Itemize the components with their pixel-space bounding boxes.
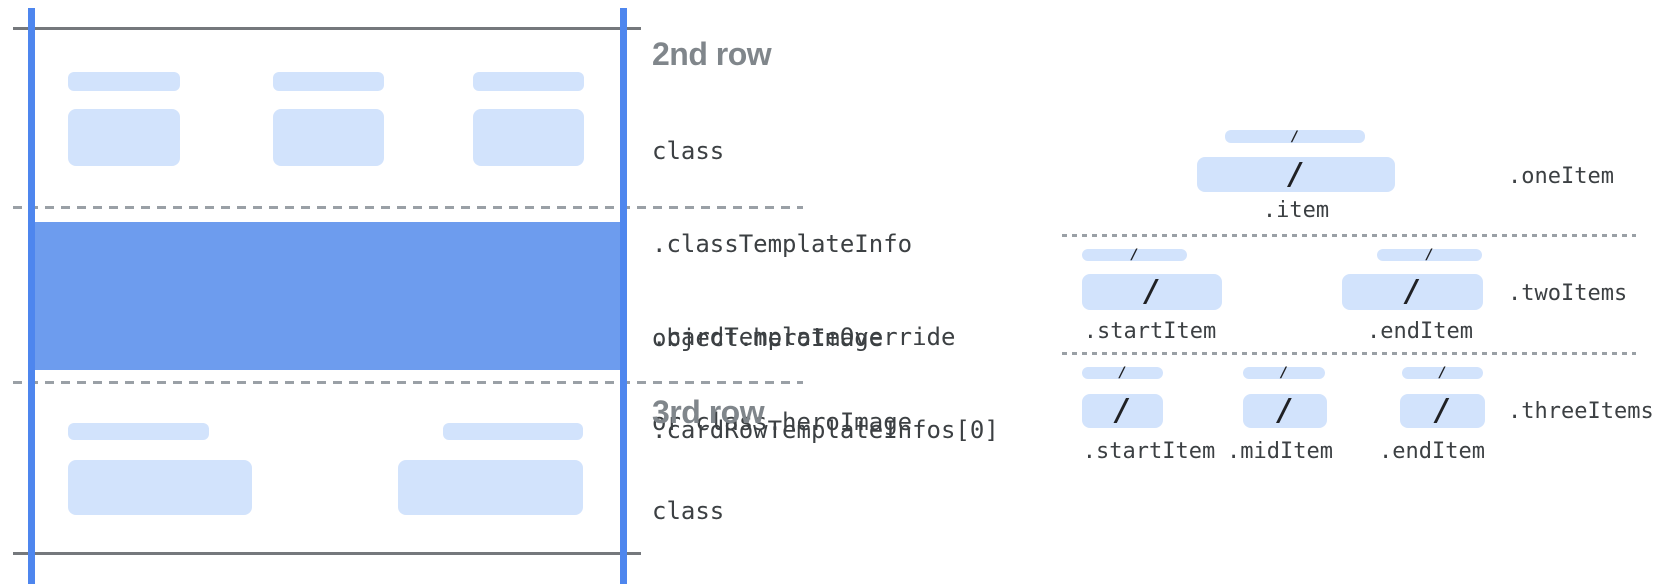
card-left-guide-line [28,8,35,584]
three-items-group-label: .threeItems [1508,399,1654,424]
slash-glyph: / [1403,274,1422,309]
row2-col2-value-block [273,109,384,166]
slash-glyph: / [1438,365,1447,381]
three-items-mid-value-bar: / [1243,394,1327,428]
one-item-label-bar: / [1225,128,1365,145]
three-items-end-label-bar: / [1402,365,1483,381]
hero-image-block [32,222,626,370]
row3-divider-dashed-line [13,381,803,384]
row2-code-path: class .classTemplateInfo .cardTemplateOv… [652,74,999,508]
row3-end-value-block [398,460,583,515]
three-items-start-value-bar: / [1082,394,1163,428]
three-items-mid-label: .midItem [1227,439,1333,464]
slash-glyph: / [1425,247,1434,263]
slash-glyph: / [1279,365,1289,381]
two-items-end-label: .endItem [1367,319,1473,344]
slash-glyph: / [1286,156,1306,192]
row2-col3-value-block [473,109,584,166]
code-line: .cardRowTemplateInfos[0] [652,416,999,444]
two-items-start-label: .startItem [1083,319,1217,344]
two-three-divider-dashed-line [1062,352,1636,355]
slash-glyph: / [1113,393,1132,428]
one-item-field-label: .item [1262,198,1330,223]
slash-glyph: / [1130,247,1139,263]
one-item-value-bar: / [1197,157,1395,192]
card-top-edge-line [13,27,641,30]
row3-code-path: class .classTemplateInfo .cardTemplateOv… [652,434,999,584]
code-line: object.heroImage [652,324,884,352]
three-items-mid-label-bar: / [1243,365,1325,381]
code-line: class [652,137,725,165]
row2-col1-value-block [68,109,180,166]
code-line: or class.heroImage [652,408,913,436]
two-items-group-label: .twoItems [1508,281,1628,306]
two-items-end-value-bar: / [1342,274,1483,310]
row2-col3-label-bar [473,72,584,91]
slash-glyph: / [1142,274,1162,309]
two-items-start-value-bar: / [1082,274,1222,310]
one-two-divider-dashed-line [1062,234,1636,237]
slash-glyph: / [1433,393,1452,428]
row3-start-value-block [68,460,252,515]
row2-col2-label-bar [273,72,384,91]
slash-glyph: / [1118,365,1127,381]
code-line: .cardTemplateOverride [652,323,956,351]
card-right-guide-line [620,8,627,584]
row3-heading: 3rd row [652,394,765,430]
slash-glyph: / [1275,393,1295,428]
code-line: .classTemplateInfo [652,230,913,258]
three-items-end-label: .endItem [1379,439,1485,464]
three-items-start-label-bar: / [1082,365,1163,381]
card-bottom-edge-line [13,552,641,555]
two-items-start-label-bar: / [1082,247,1187,263]
row3-start-label-bar [68,423,209,440]
hero-code-path: object.heroImage or class.heroImage [652,268,912,492]
one-item-group-label: .oneItem [1508,164,1614,189]
code-line: class [652,497,725,525]
slash-glyph: / [1290,128,1300,145]
three-items-start-label: .startItem [1082,439,1216,464]
two-items-end-label-bar: / [1377,247,1482,263]
three-items-end-value-bar: / [1400,394,1485,428]
row2-divider-dashed-line [13,206,803,209]
row2-heading: 2nd row [652,36,772,72]
row2-col1-label-bar [68,72,180,91]
row3-end-label-bar [443,423,583,440]
